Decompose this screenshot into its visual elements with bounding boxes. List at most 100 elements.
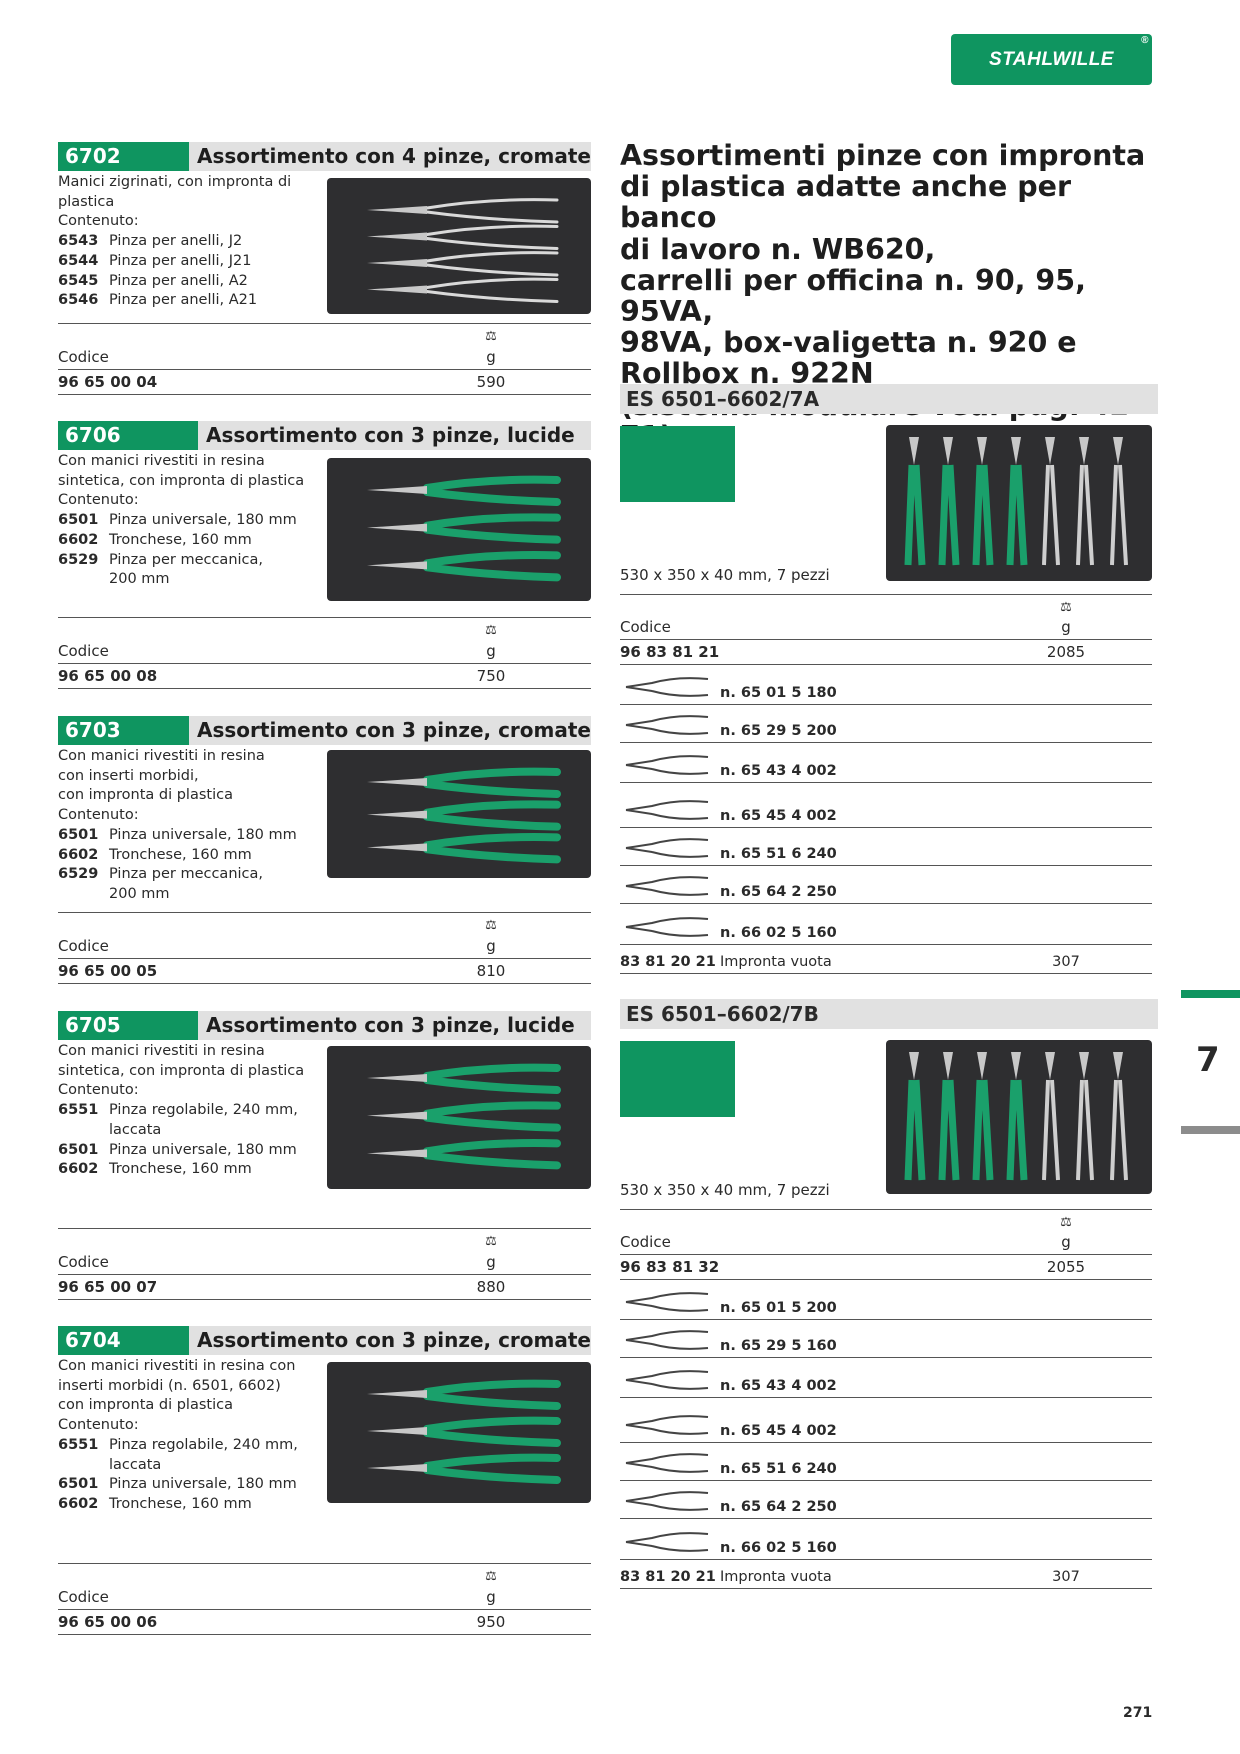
table-header-row: Codice⚖g: [58, 323, 591, 369]
item-code: 6501: [58, 1141, 99, 1158]
part-number: n. 65 64 2 250: [720, 884, 837, 900]
pliers-illustration: [367, 475, 561, 582]
part-row: n. 65 45 4 002: [620, 1398, 1152, 1443]
empty-tray-code: 83 81 20 21: [620, 954, 716, 970]
pliers-icon: [625, 1370, 709, 1390]
table-header-row: Codice⚖g: [58, 912, 591, 958]
item-code: 6602: [58, 1161, 99, 1178]
description-line: Con manici rivestiti in resina: [58, 748, 265, 764]
parts-list: n. 65 01 5 200 n. 65 29 5 160 n. 65 43 4 0…: [620, 1282, 1152, 1589]
part-row: n. 65 51 6 240: [620, 1443, 1152, 1481]
pliers-illustration: [367, 198, 559, 303]
item-code: 6544: [58, 252, 99, 269]
color-swatch: [620, 426, 735, 502]
part-number: n. 65 43 4 002: [720, 763, 837, 779]
item-label: Pinza per anelli, A2: [109, 272, 248, 289]
table-rule: [58, 983, 591, 984]
codice-label: Codice: [58, 1588, 109, 1606]
part-row: n. 66 02 5 160: [620, 1519, 1152, 1560]
item-code: 6501: [58, 512, 99, 529]
part-number: n. 65 64 2 250: [720, 1499, 837, 1515]
item-code: [58, 1456, 109, 1476]
weight-unit: g: [1061, 1233, 1071, 1251]
part-row: n. 65 43 4 002: [620, 1358, 1152, 1398]
table-rule: [620, 1279, 1152, 1280]
weight-value: 590: [476, 373, 506, 391]
pliers-illustration: [367, 1063, 561, 1170]
weight-unit: g: [486, 348, 496, 366]
weight-value: 2085: [1046, 643, 1086, 661]
part-number: n. 65 29 5 200: [720, 723, 837, 739]
description-line: Contenuto:: [58, 1417, 139, 1434]
item-code: 6551: [58, 1436, 99, 1453]
product-number: 6702: [58, 142, 190, 171]
product-tray-photo: [327, 1046, 591, 1189]
description-line: Contenuto:: [58, 807, 139, 824]
product-number: 6703: [58, 716, 190, 745]
item-label: Pinza universale, 180 mm: [109, 826, 297, 843]
pliers-icon: [625, 755, 709, 775]
item-label: Tronchese, 160 mm: [109, 846, 252, 863]
pliers-icon: [625, 1532, 709, 1552]
order-code: 96 65 00 06: [58, 1613, 158, 1631]
pliers-illustration: [367, 1379, 561, 1484]
item-label: 200 mm: [109, 885, 170, 902]
chapter-number: 7: [1196, 1040, 1220, 1080]
item-label: laccata: [109, 1456, 162, 1473]
item-label: Pinza universale, 180 mm: [109, 1141, 297, 1158]
part-number: n. 65 01 5 200: [720, 1300, 837, 1316]
empty-tray-label: Impronta vuota: [720, 1569, 832, 1585]
chapter-tab-bottom: [1181, 1126, 1240, 1134]
empty-tray-label: Impronta vuota: [720, 954, 832, 970]
description-line: sintetica, con impronta di plastica: [58, 1062, 305, 1079]
part-number: n. 65 29 5 160: [720, 1338, 837, 1354]
item-code: 6501: [58, 826, 99, 843]
description-line: Contenuto:: [58, 213, 139, 230]
part-row: n. 65 01 5 180: [620, 667, 1152, 705]
item-label: Pinza universale, 180 mm: [109, 1476, 297, 1493]
part-row: n. 65 01 5 200: [620, 1282, 1152, 1320]
order-code: 96 65 00 08: [58, 667, 158, 685]
product-tray-photo: [327, 750, 591, 878]
order-code: 96 83 81 21: [620, 643, 720, 661]
table-row: 96 83 81 21 2085: [620, 639, 1152, 664]
item-label: Tronchese, 160 mm: [109, 1495, 252, 1512]
content-item: 6546 Pinza per anelli, A21: [58, 291, 320, 311]
dimensions-text: 530 x 350 x 40 mm, 7 pezzi: [620, 1181, 830, 1199]
heading-line: di plastica adatte anche per banco: [620, 170, 1072, 235]
description-line: inserti morbidi (n. 6501, 6602): [58, 1377, 281, 1394]
part-number: n. 65 51 6 240: [720, 1461, 837, 1477]
part-row: n. 65 51 6 240: [620, 828, 1152, 866]
description-line: con impronta di plastica: [58, 1397, 233, 1414]
part-row: n. 65 64 2 250: [620, 866, 1152, 904]
item-label: Tronchese, 160 mm: [109, 1161, 252, 1178]
item-label: laccata: [109, 1121, 162, 1138]
content-item: 200 mm: [58, 570, 320, 590]
item-code: [58, 1121, 109, 1141]
pliers-icon: [625, 1491, 709, 1511]
item-label: 200 mm: [109, 571, 170, 588]
weight-unit: g: [486, 642, 496, 660]
item-code: 6546: [58, 292, 99, 309]
pliers-icon: [625, 677, 709, 697]
item-label: Pinza per anelli, A21: [109, 292, 258, 309]
codice-label: Codice: [620, 618, 671, 636]
pliers-icon: [625, 1453, 709, 1473]
order-code: 96 65 00 04: [58, 373, 158, 391]
weight-scale-icon: ⚖: [485, 1569, 497, 1584]
